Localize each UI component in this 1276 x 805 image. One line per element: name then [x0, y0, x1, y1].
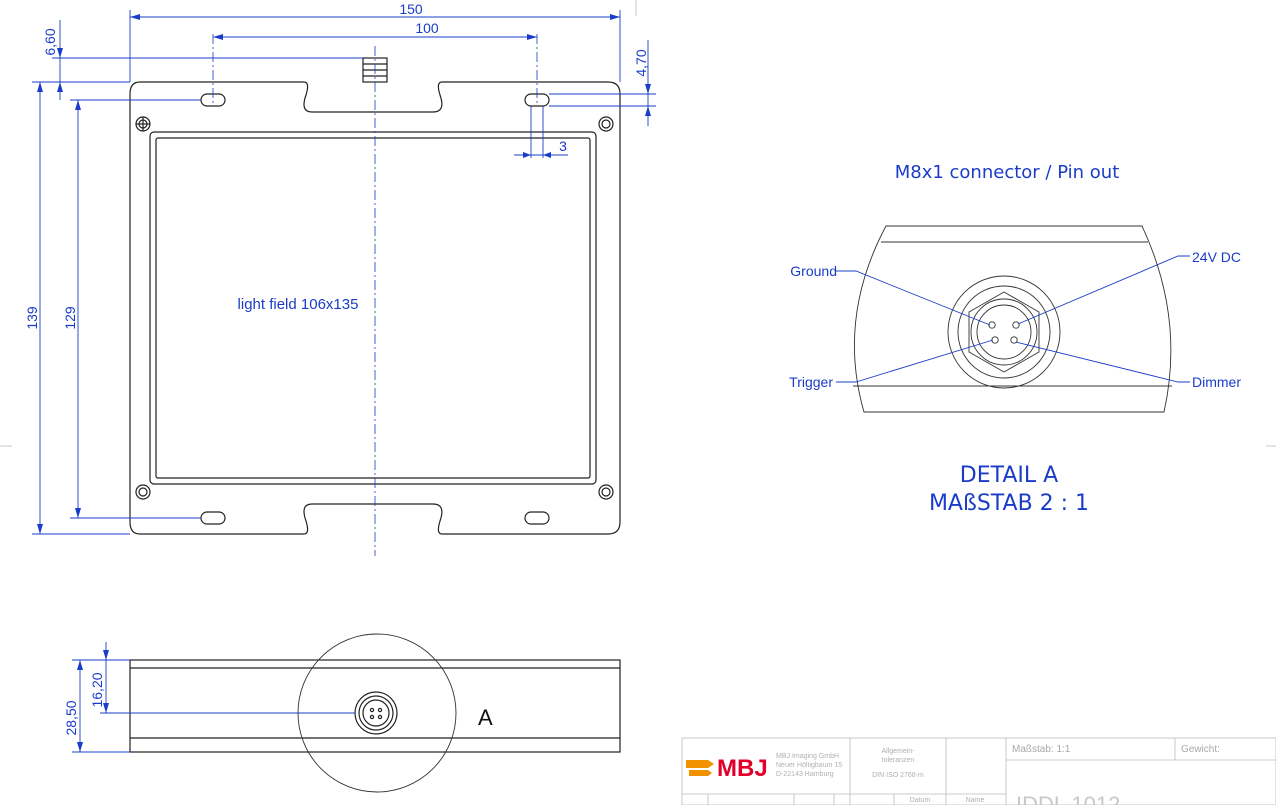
scale-label: Maßstab: 1:1	[1012, 744, 1071, 755]
dimensions: 150 100 6,60 4,70 3 139 129	[24, 1, 656, 535]
tolerance-line2: toleranzen	[882, 757, 915, 764]
weight-label: Gewicht:	[1181, 744, 1220, 755]
dim-width-overall: 150	[399, 1, 423, 17]
dim-connector-height: 16,20	[89, 672, 105, 707]
detail-connector	[947, 275, 1061, 389]
leader-power	[1017, 255, 1190, 325]
dim-slot-width: 3	[559, 138, 567, 154]
screw-top-left	[135, 116, 151, 132]
dim-height-overall: 139	[24, 306, 40, 330]
detail-caption-line2: MAßSTAB 2 : 1	[929, 491, 1089, 516]
dim-slot-offset: 4,70	[633, 49, 649, 76]
light-window-inner	[155, 137, 591, 479]
dim-hole-height: 129	[62, 306, 78, 330]
side-connector	[354, 691, 398, 735]
detail-title: M8x1 connector / Pin out	[895, 162, 1120, 183]
drawing-number: IDDL 1012	[1016, 792, 1120, 805]
screw-bottom-left	[135, 484, 151, 500]
company-line2: Neuer Höltigbaum 15	[776, 762, 842, 769]
company-line3: D-22143 Hamburg	[776, 771, 834, 778]
light-field-label: light field 106x135	[238, 296, 359, 313]
front-view: light field 106x135	[129, 34, 621, 556]
tolerance-standard: DIN ISO 2768-m	[872, 772, 924, 779]
company-line1: MBJ Imaging GmbH	[776, 753, 839, 760]
detail-marker-a: A	[478, 705, 493, 730]
leader-ground	[836, 270, 991, 326]
dim-hole-spacing: 100	[415, 20, 439, 36]
light-window-outer	[149, 131, 597, 485]
dim-depth: 28,50	[63, 700, 79, 735]
pin-label-power: 24V DC	[1192, 249, 1241, 265]
side-view: A 28,50 16,20	[63, 633, 621, 793]
name-label: Name	[966, 797, 985, 804]
pin-label-dimmer: Dimmer	[1192, 374, 1241, 390]
mbj-logo: MBJ	[686, 755, 768, 782]
logo-text: MBJ	[717, 755, 768, 782]
title-block: MBJ MBJ Imaging GmbH Neuer Höltigbaum 15…	[681, 737, 1276, 805]
detail-caption-line1: DETAIL A	[960, 463, 1058, 488]
housing-outline	[129, 81, 621, 535]
slot-bottom-left	[200, 511, 226, 525]
slot-bottom-right	[524, 511, 550, 525]
detail-housing-outline	[853, 225, 1172, 413]
tolerance-line1: Allgemein-	[881, 748, 915, 755]
side-housing	[129, 659, 621, 753]
pin-label-ground: Ground	[790, 263, 837, 279]
dim-top-offset: 6,60	[42, 28, 58, 55]
screw-bottom-right	[598, 484, 614, 500]
leader-trigger	[836, 339, 994, 383]
screw-top-right	[598, 116, 614, 132]
pin-label-trigger: Trigger	[789, 374, 833, 390]
detail-a: M8x1 connector / Pin out Ground 24V DC T…	[789, 162, 1241, 516]
leader-dimmer	[1015, 341, 1190, 383]
date-label: Datum	[910, 797, 931, 804]
